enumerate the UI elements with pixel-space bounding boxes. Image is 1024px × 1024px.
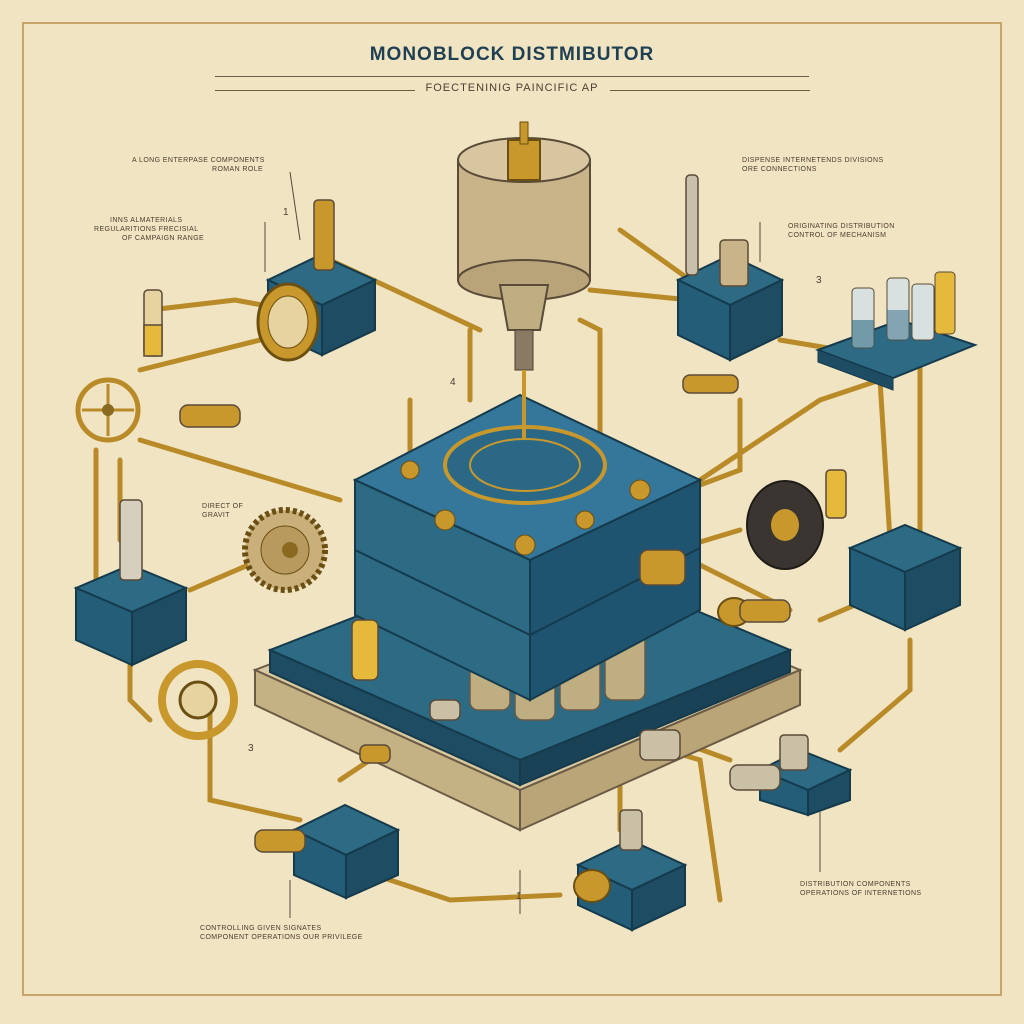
- gauge-top-left: [256, 282, 320, 362]
- block-left: [73, 563, 189, 667]
- title-rule: [215, 76, 809, 77]
- numeral-5: 1: [516, 891, 522, 902]
- handwheel-left: [75, 377, 141, 443]
- bottle-shelf: [815, 271, 978, 391]
- pulley-bottom-left: [158, 660, 238, 740]
- motor-drum: [457, 121, 591, 440]
- block-right: [847, 523, 963, 632]
- numeral-2: 1: [283, 207, 289, 218]
- subtitle-rule-right: [610, 90, 810, 91]
- gear-wheel-left: [242, 507, 328, 593]
- gauges-and-wheels: [75, 282, 824, 903]
- diagram-subtitle: FOECTENINIG PAINCIFIC AP: [425, 82, 599, 94]
- roller-right: [746, 480, 824, 570]
- diagram-title: MONOBLOCK DISTMIBUTOR: [369, 44, 655, 65]
- leader-lines: [264, 171, 821, 918]
- numeral-3: 3: [816, 275, 822, 286]
- block-bottom-left: [291, 803, 401, 900]
- numeral-4: 3: [248, 743, 254, 754]
- main-distributor-block: [352, 393, 703, 702]
- numeral-1: 4: [450, 377, 456, 388]
- vials-and-valves: [119, 174, 847, 853]
- subtitle-rule-left: [215, 90, 415, 91]
